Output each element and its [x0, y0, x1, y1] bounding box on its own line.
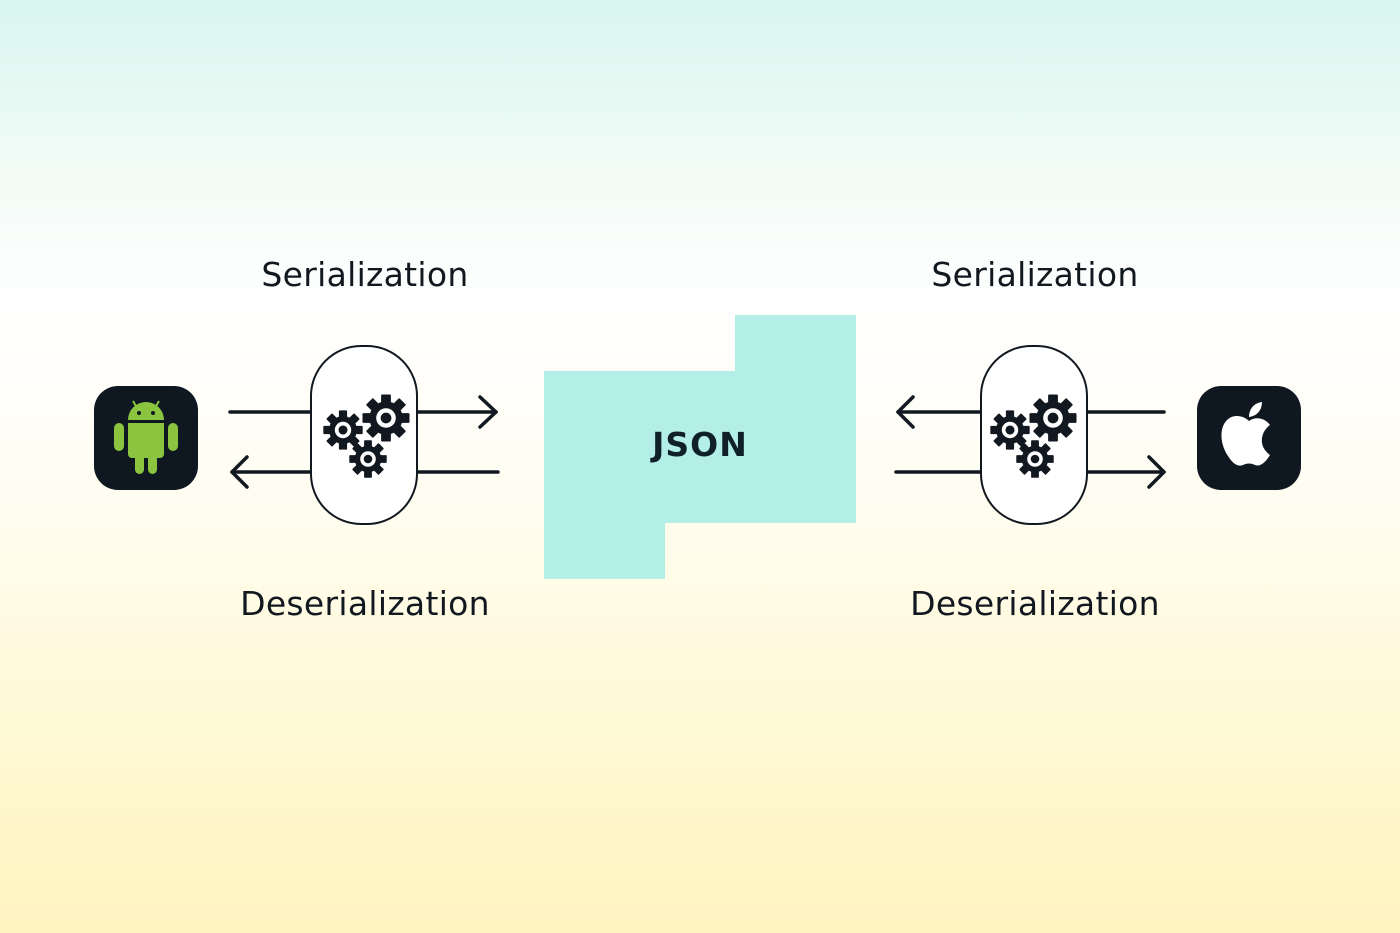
- apple-tile: [1197, 386, 1301, 490]
- json-label: JSON: [652, 425, 748, 464]
- apple-icon: [1221, 402, 1270, 466]
- json-block: [544, 315, 856, 579]
- right-converter: [980, 345, 1088, 525]
- left-converter: [310, 345, 418, 525]
- right-arrows: [894, 395, 1166, 489]
- left-serialization-label: Serialization: [261, 255, 469, 294]
- right-deserialization-label: Deserialization: [910, 584, 1160, 623]
- android-tile: [94, 386, 198, 490]
- right-serialization-label: Serialization: [931, 255, 1139, 294]
- android-icon: [114, 400, 178, 474]
- left-deserialization-label: Deserialization: [240, 584, 490, 623]
- left-arrows: [228, 395, 500, 489]
